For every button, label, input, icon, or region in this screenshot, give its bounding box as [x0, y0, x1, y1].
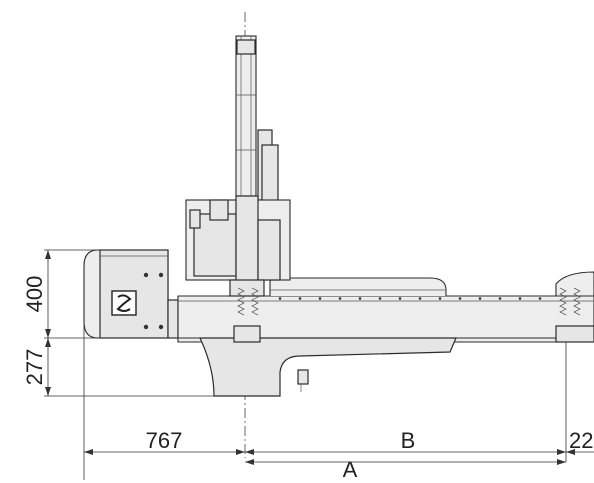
dim-overhang: 767 [146, 428, 183, 453]
dim-span-b: B [401, 428, 416, 453]
right-end-stop [555, 271, 594, 343]
dim-height-upper: 400 [22, 276, 47, 313]
dim-height-lower: 277 [22, 349, 47, 386]
vertical-dimensions [45, 250, 51, 396]
carriage [185, 129, 291, 343]
extension-lines [44, 249, 567, 480]
horizontal-beam [177, 277, 594, 343]
horizontal-dimensions [84, 449, 594, 465]
pedestal-base [199, 337, 457, 397]
brand-logo-icon [111, 290, 137, 316]
dim-end-partial: 22 [569, 428, 593, 453]
vertical-arm [235, 35, 257, 197]
dim-span-a: A [343, 457, 358, 482]
